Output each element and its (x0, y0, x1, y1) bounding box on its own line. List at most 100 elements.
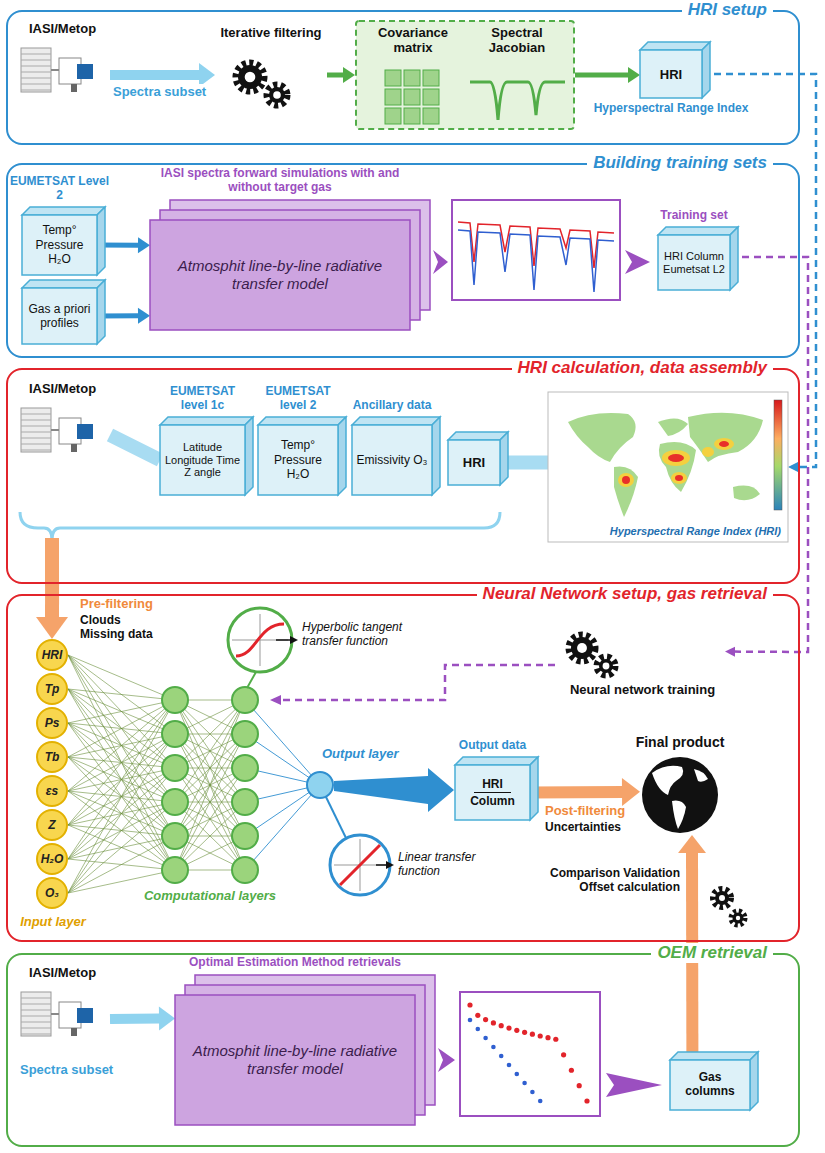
panel-band: Neural Network setup, gas retrievalHRITp… (6, 594, 800, 942)
graphic-circle (530, 1032, 535, 1037)
instrument-icon: IASI/Metop (15, 962, 110, 1057)
graphic-circle (232, 755, 258, 781)
graphic-polygon (606, 1073, 662, 1097)
graphic-circle (162, 755, 188, 781)
node-text: HRI Column Eumetsat L2 (662, 250, 726, 275)
annotation-label: Post-filtering (545, 803, 645, 819)
node-text: Column (470, 793, 515, 808)
graphic-circle (162, 857, 188, 883)
graphic-line (175, 768, 245, 870)
graphic-circle (733, 913, 744, 924)
connector (110, 435, 160, 460)
node-text: Final product (636, 734, 725, 750)
input-node: Z (36, 809, 68, 841)
graphic-circle (330, 835, 390, 895)
input-node: Tp (36, 673, 68, 705)
node-text: EUMETSAT level 2 (253, 385, 343, 413)
graphic-circle (491, 1020, 496, 1025)
nn-lines (68, 655, 333, 893)
graphic-line (68, 655, 175, 734)
oem-plot (460, 992, 600, 1116)
connector (327, 67, 355, 83)
connector-line (530, 786, 623, 799)
process-gears: Neural network training (560, 630, 725, 702)
node-text: Tb (45, 750, 60, 764)
node-text: Iterative filtering (220, 26, 321, 41)
text-area (640, 755, 720, 835)
text-area: HRI Column Eumetsat L2 (658, 235, 730, 290)
graphic-circle (228, 608, 292, 672)
graphic-circle (232, 823, 258, 849)
text-area: Latitude Longitude Time Z angle (160, 425, 245, 495)
text-area: HRI (640, 50, 702, 98)
data-cube: Gas columns (670, 1060, 750, 1110)
graphic-circle (736, 916, 740, 920)
graphic-circle (162, 687, 188, 713)
data-cube: HRI (448, 440, 500, 485)
graphic-line (68, 734, 175, 893)
graphic-line (68, 700, 175, 825)
node-text: IASI/Metop (29, 382, 96, 397)
connector-line (110, 70, 200, 80)
graphic-circle (468, 1018, 473, 1023)
input-node: H₂O (36, 843, 68, 875)
text-area: IASI/Metop (15, 18, 110, 113)
graphic-line (68, 689, 175, 700)
graphic-line (68, 700, 175, 791)
node-text: Temp° Pressure H₂O (262, 438, 334, 481)
graphic-circle (515, 1072, 520, 1077)
panel-band: Building training setsTemp° Pressure H₂O… (6, 163, 800, 358)
annotation-label: Comparison Validation Offset calculation (545, 866, 680, 895)
annotation-label: Hyperbolic tangent transfer function (302, 620, 427, 649)
annotation-label: Computational layers (130, 888, 290, 904)
arrow-head (788, 462, 798, 472)
hyperbolic-zoom (228, 608, 298, 688)
panel-title: Neural Network setup, gas retrieval (477, 584, 773, 604)
arrow-head (159, 1007, 175, 1031)
node-text: EUMETSAT Level 2 (10, 175, 110, 203)
panel-title: HRI setup (682, 0, 773, 20)
graphic-circle (514, 1028, 519, 1033)
graphic-polygon (438, 1048, 455, 1072)
text-area: Ps (38, 709, 66, 737)
graphic-circle (162, 789, 188, 815)
arrow-head (725, 647, 735, 657)
text-area: Tp (38, 675, 66, 703)
graphic-circle (522, 1081, 527, 1086)
graphic-circle (483, 1036, 488, 1041)
graphic-circle (232, 687, 258, 713)
text-area: IASI/Metop (15, 962, 110, 1057)
graphic-line (68, 700, 175, 893)
panel-band: HRI setupIASI/MetopIterative filteringCo… (6, 10, 800, 145)
graphic-circle (476, 1027, 481, 1032)
process-gears: Iterative filtering (215, 22, 327, 112)
text-area: Emissivity O₃ (352, 425, 432, 495)
node-text: Covariance matrix (363, 26, 463, 56)
input-node: Ps (36, 707, 68, 739)
node-text: Z (48, 818, 55, 832)
graphic-rect (45, 538, 59, 586)
connector (36, 584, 68, 639)
text-area: Hyperspectral Range Index (HRI) (548, 392, 788, 542)
node-text: HRI (660, 67, 682, 82)
instrument-icon: IASI/Metop (15, 378, 110, 473)
graphic-circle (483, 1017, 488, 1022)
annotation-label: Output layer (322, 746, 412, 762)
graphic-line (68, 655, 175, 870)
arrow-head (138, 237, 150, 253)
node-text: Atmosphit line-by-line radiative transfe… (179, 1042, 411, 1078)
graphic-line (68, 700, 175, 859)
globe-icon-shape (640, 755, 720, 835)
arrow-head (343, 67, 355, 83)
node-text: Emissivity O₃ (357, 453, 428, 467)
annotation-label: Linear transfer function (398, 850, 498, 879)
node-text: IASI spectra forward simulations with an… (143, 167, 418, 195)
graphic-circle (507, 1063, 512, 1068)
graphic-circle (499, 1054, 504, 1059)
text-area: Iterative filtering (215, 22, 327, 112)
text-area: Covariance matrixSpectral Jacobian (355, 20, 575, 130)
connector-line (110, 435, 160, 460)
spectra-plot (452, 200, 620, 300)
graphic-circle (553, 1037, 558, 1042)
graphic-circle (577, 1083, 582, 1088)
